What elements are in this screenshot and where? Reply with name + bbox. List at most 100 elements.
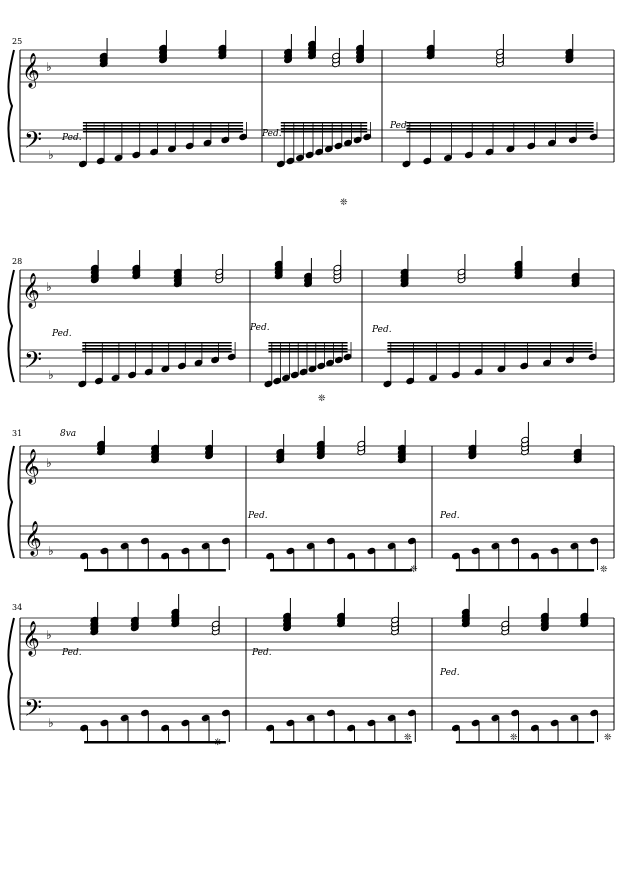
notehead: [144, 368, 153, 376]
notehead: [589, 133, 598, 141]
grand-staff: 𝄞𝄢♭♭Ped.Ped.Ped.❊: [7, 246, 615, 404]
flat-sign: ♭: [48, 148, 54, 162]
notehead: [429, 374, 437, 382]
beam: [82, 351, 232, 353]
notehead: [96, 157, 105, 165]
beam: [270, 741, 412, 744]
beam: [387, 342, 593, 344]
beam: [280, 125, 368, 127]
notehead: [353, 136, 362, 144]
notehead: [347, 724, 356, 732]
beam: [82, 128, 244, 130]
notehead: [315, 148, 324, 156]
notehead: [543, 359, 551, 367]
notehead: [181, 719, 190, 727]
notehead: [306, 714, 315, 722]
notehead: [506, 145, 515, 153]
notehead: [334, 142, 343, 150]
notehead: [264, 380, 273, 388]
pedal-release: ❊: [604, 733, 612, 743]
pedal-mark: Ped.: [439, 511, 460, 521]
notehead: [94, 377, 103, 385]
ottava-mark: 8va: [60, 429, 76, 439]
flat-sign: ♭: [48, 716, 54, 730]
notehead: [185, 142, 194, 150]
pedal-release: ❊: [318, 394, 326, 404]
beam: [280, 131, 368, 133]
measure-number: 28: [12, 257, 22, 266]
flat-sign: ♭: [46, 60, 52, 74]
beam: [82, 125, 244, 127]
notehead: [266, 724, 275, 732]
notehead: [511, 537, 520, 545]
notehead: [550, 719, 559, 727]
notehead: [471, 547, 480, 555]
pedal-release: ❊: [340, 198, 348, 208]
flat-sign: ♭: [46, 280, 52, 294]
notehead: [491, 714, 500, 722]
notehead: [80, 724, 89, 732]
notehead: [282, 374, 290, 382]
beam: [406, 122, 594, 124]
notehead: [203, 139, 212, 147]
pedal-release: ❊: [404, 733, 412, 743]
notehead: [590, 537, 599, 545]
notehead: [239, 133, 248, 141]
notehead: [140, 709, 149, 717]
system: 28 𝄞𝄢♭♭Ped.Ped.Ped.❊: [7, 246, 615, 404]
notehead: [387, 714, 396, 722]
notehead: [367, 719, 376, 727]
beam: [455, 741, 595, 744]
pedal-mark: Ped.: [51, 329, 72, 339]
system: 34 𝄞𝄢♭♭Ped.Ped.Ped.❊❊❊❊: [7, 594, 615, 748]
notehead: [451, 371, 460, 379]
measure-number: 34: [12, 603, 22, 612]
notehead: [211, 356, 220, 364]
bass-clef: 𝄢: [24, 126, 42, 159]
beam: [270, 569, 412, 572]
treble-clef: 𝄞: [22, 449, 40, 485]
notehead: [161, 552, 170, 560]
notehead: [324, 145, 333, 153]
treble-clef: 𝄞: [24, 521, 42, 557]
bass-clef: 𝄢: [24, 346, 42, 379]
notehead: [347, 552, 356, 560]
notehead: [588, 353, 597, 361]
grand-staff: 𝄞𝄞♭♭Ped.Ped.❊❊: [7, 422, 615, 575]
notehead: [444, 154, 452, 162]
notehead: [290, 371, 299, 379]
pedal-mark: Ped.: [439, 668, 460, 678]
notehead: [548, 139, 556, 147]
pedal-mark: Ped.: [61, 133, 82, 143]
notehead: [344, 139, 352, 147]
beam: [82, 122, 244, 124]
grand-staff: 𝄞𝄢♭♭Ped.Ped.Ped.❊❊❊❊: [7, 594, 615, 748]
notehead: [491, 542, 500, 550]
brace: [7, 49, 15, 163]
pedal-mark: Ped.: [251, 648, 272, 658]
notehead: [128, 371, 137, 379]
beam: [455, 569, 595, 572]
notehead: [451, 724, 460, 732]
notehead: [167, 145, 176, 153]
beam: [268, 342, 348, 344]
measure-number: 25: [12, 37, 22, 46]
flat-sign: ♭: [46, 456, 52, 470]
notehead: [221, 709, 230, 717]
pedal-mark: Ped.: [249, 323, 270, 333]
pedal-mark: Ped.: [389, 121, 410, 131]
beam: [406, 131, 594, 133]
notehead: [570, 542, 579, 550]
notehead: [568, 136, 577, 144]
notehead: [140, 537, 149, 545]
beam: [268, 351, 348, 353]
pedal-mark: Ped.: [371, 325, 392, 335]
notehead: [305, 151, 314, 159]
notehead: [326, 359, 334, 367]
notehead: [471, 719, 480, 727]
beam: [387, 351, 593, 353]
beam: [268, 348, 348, 350]
notehead: [343, 353, 352, 361]
notehead: [530, 724, 539, 732]
notehead: [474, 368, 483, 376]
